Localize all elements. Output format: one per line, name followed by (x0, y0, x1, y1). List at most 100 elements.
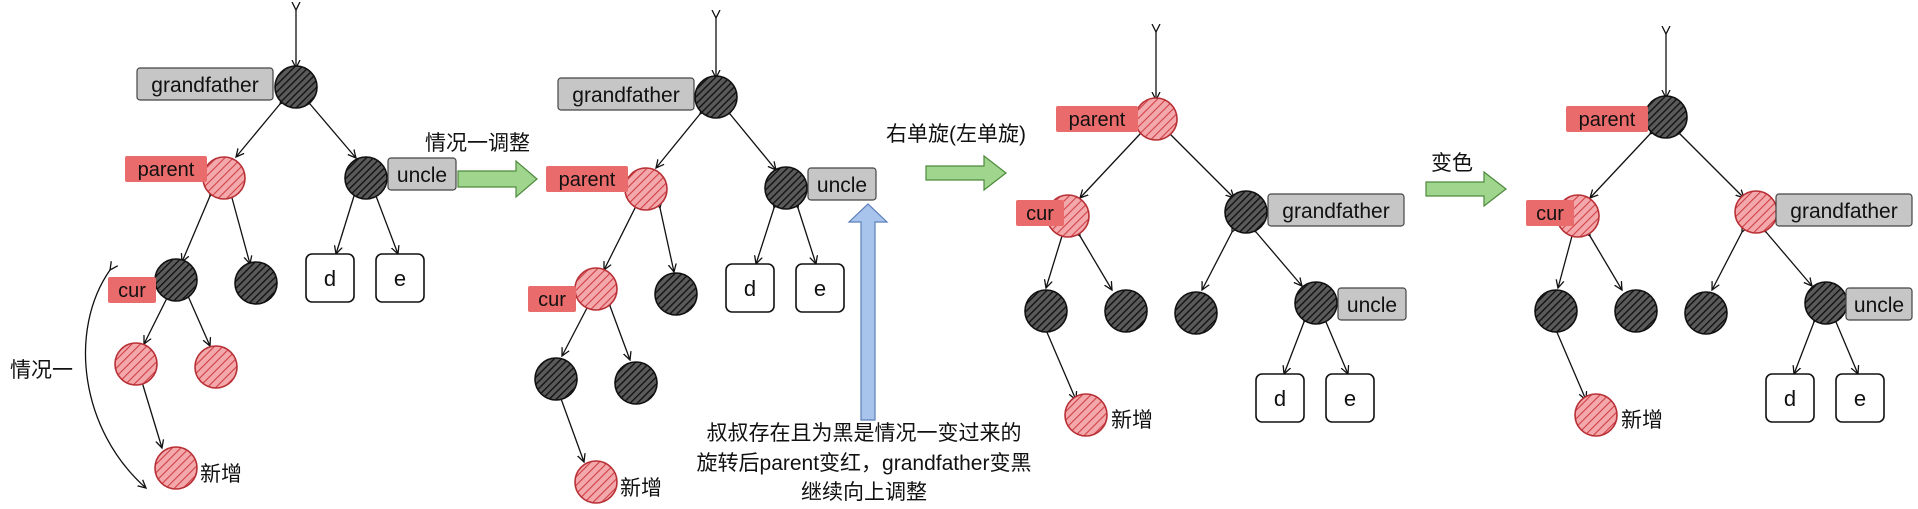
edge (376, 196, 398, 254)
edge (798, 208, 816, 264)
cur-tag-text: cur (1536, 203, 1564, 225)
grandfather-node (1734, 190, 1778, 234)
edge (562, 306, 588, 356)
subtree-e-box (1325, 373, 1375, 423)
rotate-label: 右单旋(左单旋) (886, 123, 1026, 146)
panel-3: d e parent cur grandfather uncle 新增 (1016, 32, 1407, 437)
edge (1766, 232, 1812, 286)
subtree-d-box (1255, 373, 1305, 423)
green-arrow-icon (925, 154, 1007, 192)
cur-right-child-node (1614, 289, 1658, 333)
subtree-d-label: d (1784, 386, 1796, 411)
uncle-tag-text: uncle (817, 174, 867, 197)
cur-left-child-node (1534, 289, 1578, 333)
edge (144, 296, 168, 344)
transition-arrow-2: 右单旋(左单旋) (886, 123, 1026, 192)
edge (1794, 322, 1814, 374)
cur-left-child-node (1024, 289, 1068, 333)
grandfather-tag (136, 67, 274, 101)
subtree-e-label: e (394, 266, 406, 291)
panel-1: d e grandfather parent uncle cur 新增 情况一 (10, 10, 457, 490)
grandfather-tag-text: grandfather (572, 84, 679, 107)
case1-adjust-label: 情况一调整 (425, 132, 530, 155)
cur-right-child-node (194, 345, 238, 389)
new-node-label: 新增 (1111, 409, 1153, 432)
edge (1080, 236, 1112, 290)
grandfather-tag-text: grandfather (1790, 200, 1897, 223)
parent-node (1644, 95, 1688, 139)
parent-tag (546, 166, 628, 192)
edge (1080, 134, 1140, 198)
subtree-e-label: e (814, 276, 826, 301)
subtree-d-label: d (744, 276, 756, 301)
grandfather-node (694, 75, 738, 119)
green-arrow-icon (457, 159, 538, 199)
new-node (574, 460, 618, 504)
edge (336, 196, 354, 254)
cur-node (154, 258, 198, 302)
cur-tag-text: cur (538, 289, 566, 311)
uncle-tag (807, 167, 877, 201)
note-line-2: 旋转后parent变红，grandfather变黑 (697, 452, 1032, 475)
subtree-e-box (375, 253, 425, 303)
grandfather-tag-text: grandfather (151, 74, 258, 97)
cur-tag (1016, 200, 1064, 226)
cur-node (574, 267, 618, 311)
new-node-label: 新增 (1621, 409, 1663, 432)
subtree-d-box (1765, 373, 1815, 423)
edge (610, 306, 630, 360)
uncle-node (344, 156, 388, 200)
subtree-e-label: e (1854, 386, 1866, 411)
case-curve (84, 270, 147, 488)
edge (142, 382, 162, 448)
parent-node (624, 167, 668, 211)
cur-left-child-node (534, 357, 578, 401)
edge (1326, 322, 1348, 374)
note-line-1: 叔叔存在且为黑是情况一变过来的 (707, 422, 1022, 445)
parent-tag-text: parent (1069, 109, 1126, 131)
grandfather-tag-text: grandfather (1282, 200, 1389, 223)
subtree-d-label: d (324, 266, 336, 291)
new-node (1064, 393, 1108, 437)
parent-tag-text: parent (138, 159, 195, 181)
edge (730, 114, 776, 170)
subtree-e-box (795, 263, 845, 313)
edge (604, 206, 636, 270)
new-node (1574, 393, 1618, 437)
transition-arrow-3: 变色 (1425, 152, 1507, 208)
edge (1558, 236, 1572, 288)
edge (1712, 232, 1742, 290)
recolor-label: 变色 (1431, 152, 1473, 175)
uncle-tag-text: uncle (1347, 294, 1397, 317)
new-node (154, 446, 198, 490)
uncle-tag (387, 157, 457, 191)
cur-tag (108, 277, 156, 303)
uncle-tag-text: uncle (1854, 294, 1904, 317)
edge (660, 208, 674, 272)
parent-node (1134, 97, 1178, 141)
cur-right-child-node (614, 361, 658, 405)
edge (1680, 134, 1744, 198)
edge (1836, 322, 1858, 374)
cur-tag-text: cur (118, 280, 146, 302)
panel-2: d e grandfather parent uncle cur 新增 叔叔存在… (528, 18, 1031, 504)
subtree-e-label: e (1344, 386, 1356, 411)
case1-label: 情况一 (10, 359, 73, 382)
transition-arrow-1: 情况一调整 (425, 132, 538, 199)
subtree-d-box (305, 253, 355, 303)
grandfather-tag (1267, 193, 1405, 227)
uncle-tag-text: uncle (397, 164, 447, 187)
grandfather-tag (557, 77, 695, 111)
edge (236, 104, 280, 157)
cur-tag (528, 286, 576, 312)
parent-tag-text: parent (1579, 109, 1636, 131)
sibling-node (234, 261, 278, 305)
blue-up-arrow-icon (847, 203, 889, 421)
note-line-3: 继续向上调整 (801, 481, 927, 504)
edge (1556, 330, 1586, 400)
parent-node (202, 156, 246, 200)
green-arrow-icon (1425, 170, 1507, 208)
sibling-node (654, 272, 698, 316)
sibling-node (1684, 291, 1728, 335)
cur-tag-text: cur (1026, 203, 1054, 225)
